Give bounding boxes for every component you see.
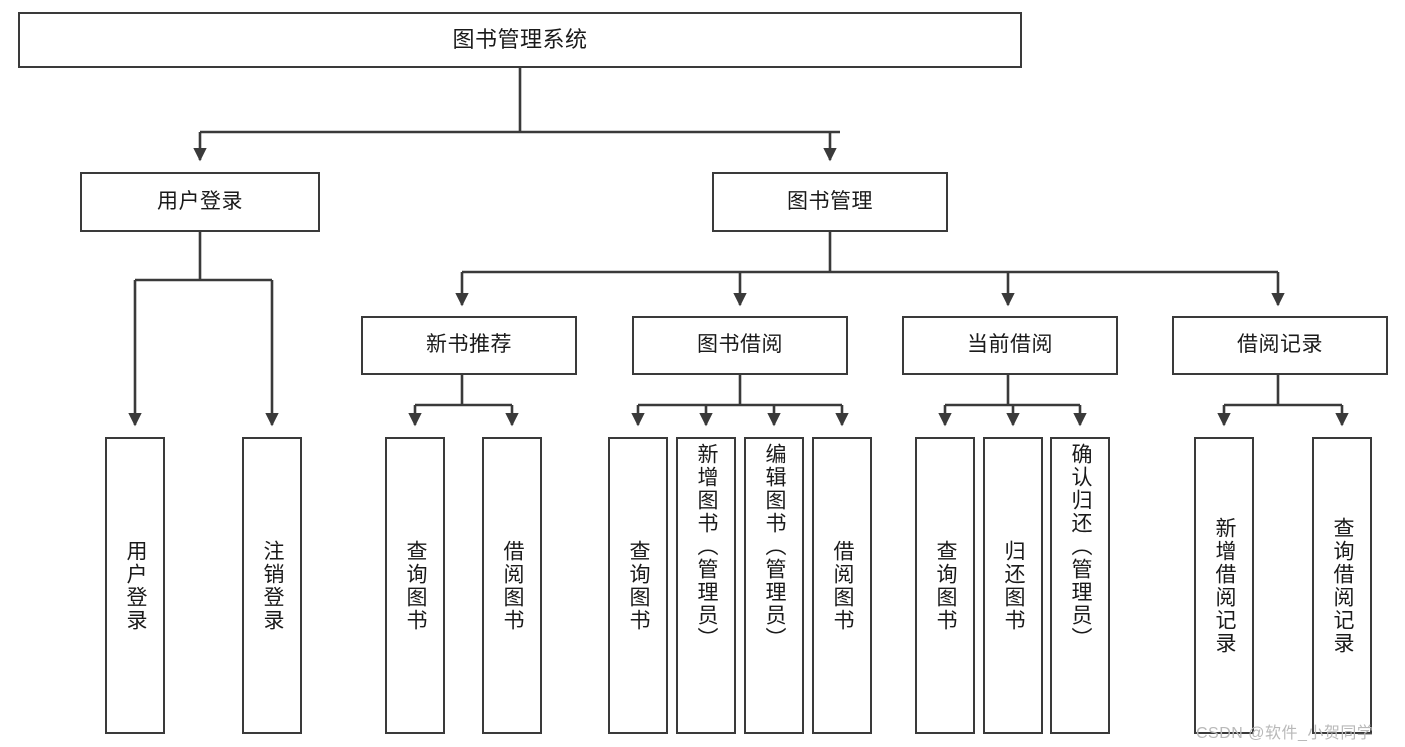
node-label: 新书推荐	[426, 333, 512, 357]
node-label: 查询借阅记录	[1331, 516, 1355, 655]
leaf-return-book[interactable]: 归还图书	[983, 437, 1043, 734]
node-label: 确认归还（管理员）	[1069, 443, 1093, 650]
watermark: CSDN @软件_小贺同学	[1196, 725, 1374, 742]
leaf-add-borrow-record[interactable]: 新增借阅记录	[1194, 437, 1254, 734]
node-label: 归还图书	[1002, 539, 1026, 632]
node-book-management[interactable]: 图书管理	[712, 172, 948, 232]
node-current-borrow[interactable]: 当前借阅	[902, 316, 1118, 375]
leaf-query-book-borrow[interactable]: 查询图书	[608, 437, 668, 734]
node-borrow-record[interactable]: 借阅记录	[1172, 316, 1388, 375]
node-label: 查询图书	[627, 539, 651, 632]
leaf-confirm-return-admin[interactable]: 确认归还（管理员）	[1050, 437, 1110, 734]
node-label: 借阅图书	[831, 539, 855, 632]
node-label: 注销登录	[261, 539, 285, 632]
node-label: 借阅图书	[501, 539, 525, 632]
node-label: 借阅记录	[1237, 333, 1323, 357]
leaf-edit-book-admin[interactable]: 编辑图书（管理员）	[744, 437, 804, 734]
leaf-borrow-book-recommend[interactable]: 借阅图书	[482, 437, 542, 734]
leaf-borrow-book[interactable]: 借阅图书	[812, 437, 872, 734]
node-label: 新增借阅记录	[1213, 516, 1237, 655]
node-label: 查询图书	[404, 539, 428, 632]
node-label: 图书管理系统	[452, 27, 588, 53]
leaf-query-book-recommend[interactable]: 查询图书	[385, 437, 445, 734]
node-label: 查询图书	[934, 539, 958, 632]
leaf-query-borrow-record[interactable]: 查询借阅记录	[1312, 437, 1372, 734]
node-root-book-management-system[interactable]: 图书管理系统	[18, 12, 1022, 68]
leaf-logout-login[interactable]: 注销登录	[242, 437, 302, 734]
node-label: 用户登录	[157, 189, 243, 213]
leaf-query-book-current[interactable]: 查询图书	[915, 437, 975, 734]
node-label: 编辑图书（管理员）	[763, 443, 787, 650]
node-label: 图书管理	[787, 189, 873, 213]
node-user-login[interactable]: 用户登录	[80, 172, 320, 232]
node-book-borrow[interactable]: 图书借阅	[632, 316, 848, 375]
leaf-user-login[interactable]: 用户登录	[105, 437, 165, 734]
node-new-book-recommend[interactable]: 新书推荐	[361, 316, 577, 375]
node-label: 新增图书（管理员）	[695, 443, 719, 650]
node-label: 用户登录	[124, 539, 148, 632]
leaf-add-book-admin[interactable]: 新增图书（管理员）	[676, 437, 736, 734]
node-label: 当前借阅	[967, 333, 1053, 357]
node-label: 图书借阅	[697, 333, 783, 357]
